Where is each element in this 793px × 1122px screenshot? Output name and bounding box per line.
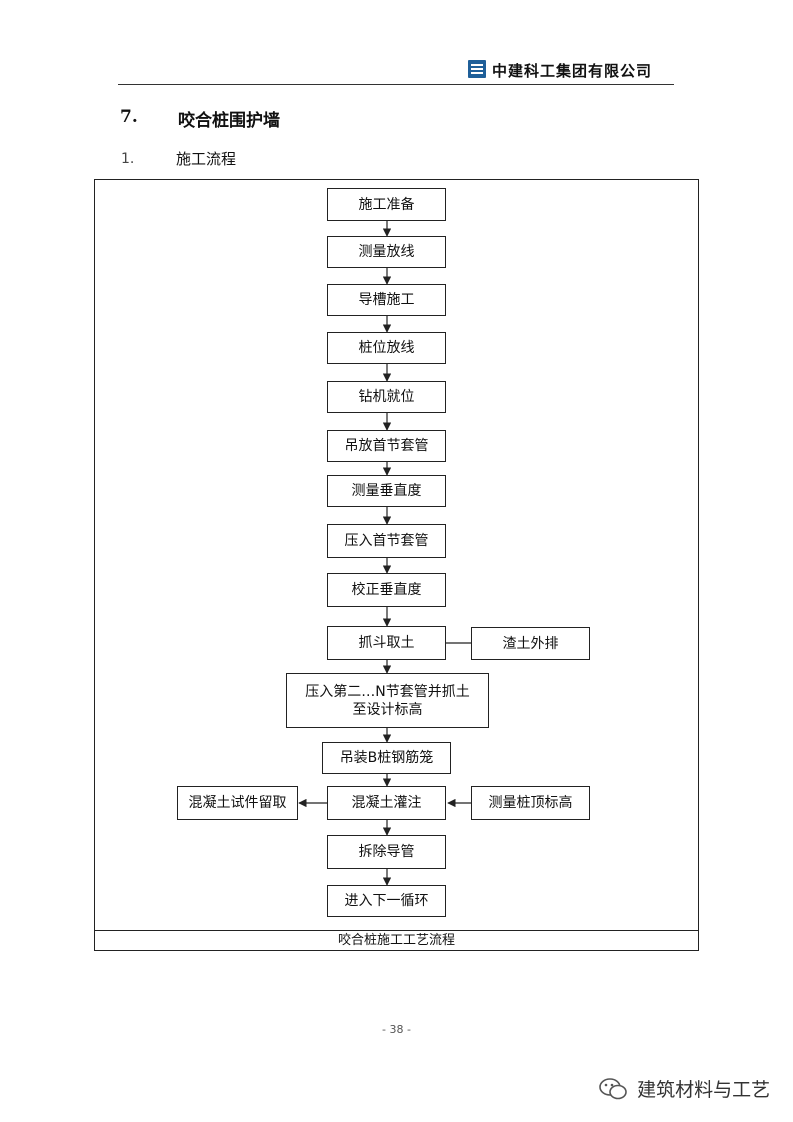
subsection-number: 1. [121, 151, 135, 167]
side-measure-pile-top: 测量桩顶标高 [471, 786, 590, 820]
section-number: 7. [120, 107, 138, 127]
step-rig-position: 钻机就位 [327, 381, 446, 413]
step-next-cycle: 进入下一循环 [327, 885, 446, 917]
page-number: - 38 - [382, 1023, 411, 1036]
step-pour-concrete: 混凝土灌注 [327, 786, 446, 820]
step-press-first-casing: 压入首节套管 [327, 524, 446, 558]
step-measure-verticality: 测量垂直度 [327, 475, 446, 507]
step-remove-tremie: 拆除导管 [327, 835, 446, 869]
step-pile-position: 桩位放线 [327, 332, 446, 364]
step-hoist-cage: 吊装B桩钢筋笼 [322, 742, 451, 774]
company-name: 中建科工集团有限公司 [492, 62, 653, 80]
side-slag-discharge: 渣土外排 [471, 627, 590, 660]
header-divider [118, 84, 674, 85]
watermark: 建筑材料与工艺 [598, 1075, 770, 1102]
step-press-further-casings: 压入第二…N节套管并抓土 至设计标高 [286, 673, 489, 728]
watermark-text: 建筑材料与工艺 [637, 1079, 771, 1101]
wechat-icon [599, 1077, 627, 1099]
step-lower-first-casing: 吊放首节套管 [327, 430, 446, 462]
subsection-title: 施工流程 [176, 150, 237, 168]
side-specimen-retention: 混凝土试件留取 [177, 786, 298, 820]
flowchart-frame [94, 179, 699, 951]
step-survey-layout: 测量放线 [327, 236, 446, 268]
section-title: 咬合桩围护墙 [178, 111, 280, 131]
step-preparation: 施工准备 [327, 188, 446, 221]
flowchart-caption: 咬合桩施工工艺流程 [94, 930, 699, 951]
company-logo [468, 60, 486, 78]
step-correct-verticality: 校正垂直度 [327, 573, 446, 607]
step-grab-soil: 抓斗取土 [327, 626, 446, 660]
step-guide-trench: 导槽施工 [327, 284, 446, 316]
